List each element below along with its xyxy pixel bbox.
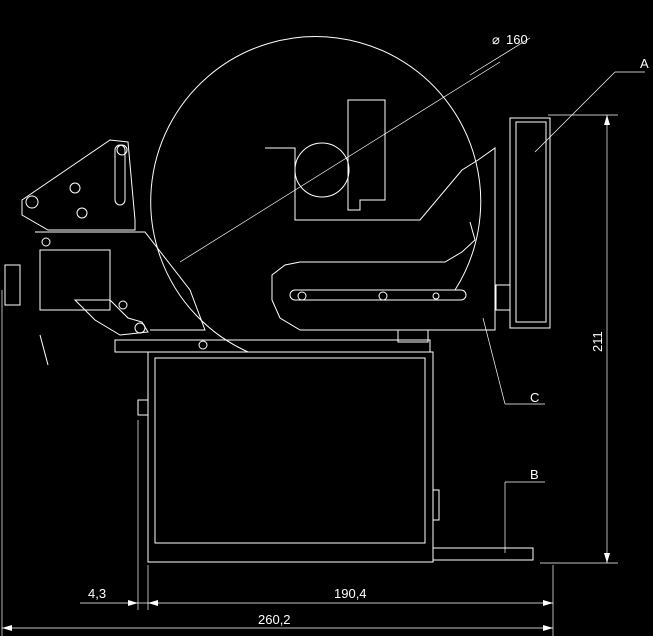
paper-roll: ⌀ 160 [150, 32, 531, 353]
callout-b-group: B [504, 467, 545, 553]
callout-c-group: C [482, 317, 545, 405]
holder-arm [265, 147, 496, 331]
offset-left-label: 4,3 [88, 586, 106, 601]
height-dimension: 211 [540, 114, 618, 564]
callout-c: C [530, 390, 539, 405]
callout-b: B [530, 467, 539, 482]
height-label: 211 [590, 331, 605, 352]
cutter-mechanism [4, 139, 208, 366]
inner-width-label: 190,4 [334, 586, 367, 601]
spindle [294, 99, 386, 211]
diameter-symbol: ⌀ [492, 32, 500, 47]
width-dimensions: 4,3 190,4 260,2 [1, 290, 554, 636]
callout-a: A [640, 56, 649, 71]
diameter-dimension-line [179, 61, 501, 263]
overall-width-label: 260,2 [258, 612, 291, 627]
paper-bin [114, 329, 534, 563]
bracket-a: A [495, 56, 649, 329]
diameter-label: 160 [506, 32, 528, 47]
